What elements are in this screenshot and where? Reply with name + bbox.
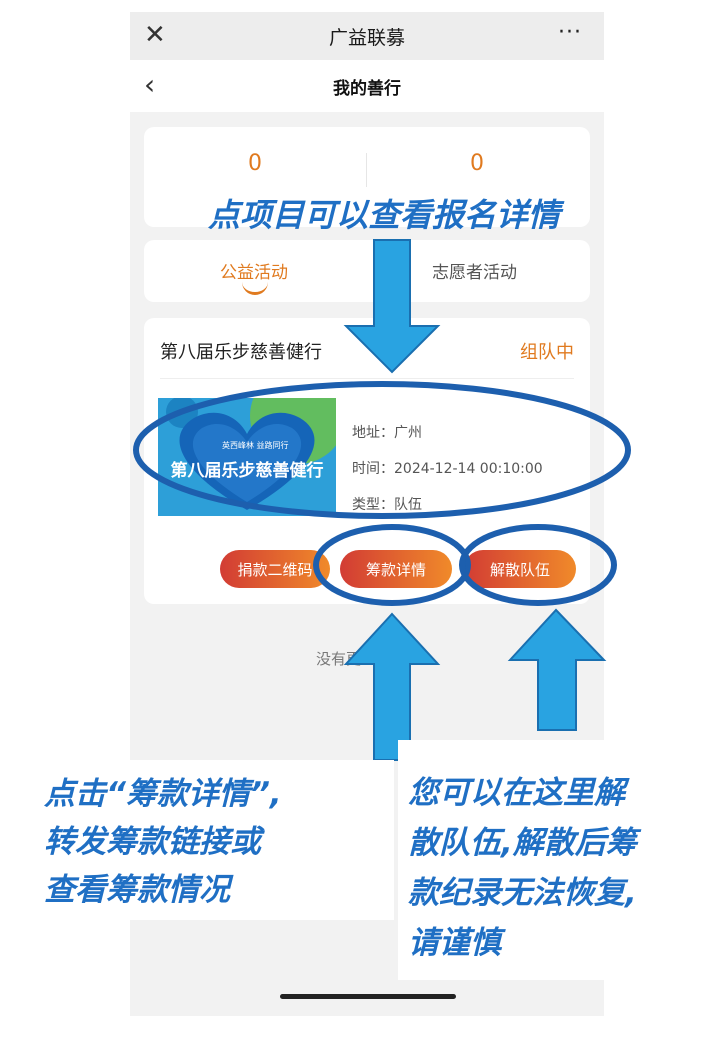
stat-value-1: 0 xyxy=(248,151,262,176)
annotation-right-line-3: 款纪录无法恢复, xyxy=(408,875,637,911)
annotation-left-line-3: 查看筹款情况 xyxy=(44,872,230,908)
stat-divider xyxy=(366,153,367,187)
annotation-right-line-1: 您可以在这里解 xyxy=(408,775,625,811)
project-card[interactable]: 第八届乐步慈善健行 组队中 英西峰林 益路同行 第八届乐步慈善健行 地址：广州 … xyxy=(144,318,590,604)
annotation-panel-right xyxy=(398,740,708,980)
divider xyxy=(160,378,574,379)
annotation-panel-left xyxy=(24,760,394,920)
page-header: ‹ 我的善行 xyxy=(130,60,604,112)
top-nav-bar: ✕ 广益联募 ··· xyxy=(130,12,604,60)
disband-team-button[interactable]: 解散队伍 xyxy=(464,550,576,588)
close-icon[interactable]: ✕ xyxy=(144,20,166,50)
annotation-right-line-4: 请谨慎 xyxy=(408,925,501,961)
annotation-left-line-1: 点击“筹款详情”, xyxy=(44,776,282,812)
page-title: 我的善行 xyxy=(333,78,401,99)
thumbnail-title: 第八届乐步慈善健行 xyxy=(170,461,324,481)
project-address: 地址：广州 xyxy=(352,425,422,441)
annotation-right-text: 您可以在这里解 散队伍,解散后筹 款纪录无法恢复, 请谨慎 xyxy=(408,768,637,968)
back-icon[interactable]: ‹ xyxy=(144,68,156,101)
project-title[interactable]: 第八届乐步慈善健行 xyxy=(160,342,322,363)
app-title: 广益联募 xyxy=(328,26,405,49)
no-more-text: 没有更 xyxy=(316,650,362,668)
thumbnail-subtitle: 英西峰林 益路同行 xyxy=(222,441,289,450)
tab-active-indicator xyxy=(242,282,268,295)
annotation-left-text: 点击“筹款详情”, 转发筹款链接或 查看筹款情况 xyxy=(44,770,282,914)
project-time: 时间：2024-12-14 00:10:00 xyxy=(352,461,543,477)
more-icon[interactable]: ··· xyxy=(558,20,582,45)
project-thumbnail[interactable]: 英西峰林 益路同行 第八届乐步慈善健行 xyxy=(158,398,336,516)
status-badge: 组队中 xyxy=(520,342,574,363)
tab-public-welfare[interactable]: 公益活动 xyxy=(220,263,288,283)
annotation-left-line-2: 转发筹款链接或 xyxy=(44,824,261,860)
annotation-right-line-2: 散队伍,解散后筹 xyxy=(408,825,637,861)
tab-volunteer[interactable]: 志愿者活动 xyxy=(432,263,517,283)
stats-card: 0 0 xyxy=(144,127,590,227)
stat-value-2: 0 xyxy=(470,151,484,176)
home-indicator xyxy=(280,994,456,999)
project-type: 类型：队伍 xyxy=(352,497,422,513)
annotation-top-text: 点项目可以查看报名详情 xyxy=(208,196,561,234)
fundraising-details-button[interactable]: 筹款详情 xyxy=(340,550,452,588)
qr-code-button[interactable]: 捐款二维码 xyxy=(220,550,330,588)
activity-tabs: 公益活动 志愿者活动 xyxy=(144,240,590,302)
